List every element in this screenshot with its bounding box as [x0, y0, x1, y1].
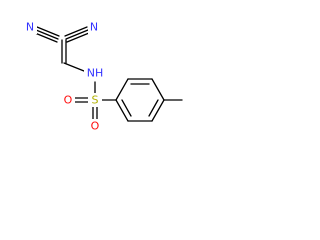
- bond-ring-inner-2: [148, 99, 159, 117]
- bond-right-nitrile-2: [64, 26, 88, 37]
- bond-ring-inner-3: [121, 99, 132, 117]
- bond-ring-1: [115, 78, 129, 101]
- atom-oxygen-bottom: O: [91, 120, 100, 133]
- atom-nitrile-n-right: N: [90, 21, 98, 34]
- atom-labels: N N NH S O O: [24, 20, 106, 133]
- atom-amine-nh: NH: [87, 67, 104, 80]
- bond-right-nitrile-1: [65, 29, 89, 40]
- atom-nitrile-n-left: N: [26, 21, 34, 34]
- bond-ring-3: [151, 78, 165, 101]
- bond-ch-nh: [63, 62, 85, 72]
- bond-left-nitrile-1: [35, 29, 59, 40]
- bond-ring-4: [151, 99, 165, 122]
- bonds: [34, 26, 183, 122]
- bond-left-nitrile-2: [36, 26, 60, 37]
- bond-left-nitrile-3: [34, 32, 58, 43]
- chemical-structure-diagram: N N NH S O O: [24, 20, 183, 133]
- bond-ring-6: [115, 99, 129, 122]
- bond-right-nitrile-3: [66, 32, 90, 43]
- atom-sulfur: S: [92, 94, 99, 107]
- atom-oxygen-left: O: [64, 94, 73, 107]
